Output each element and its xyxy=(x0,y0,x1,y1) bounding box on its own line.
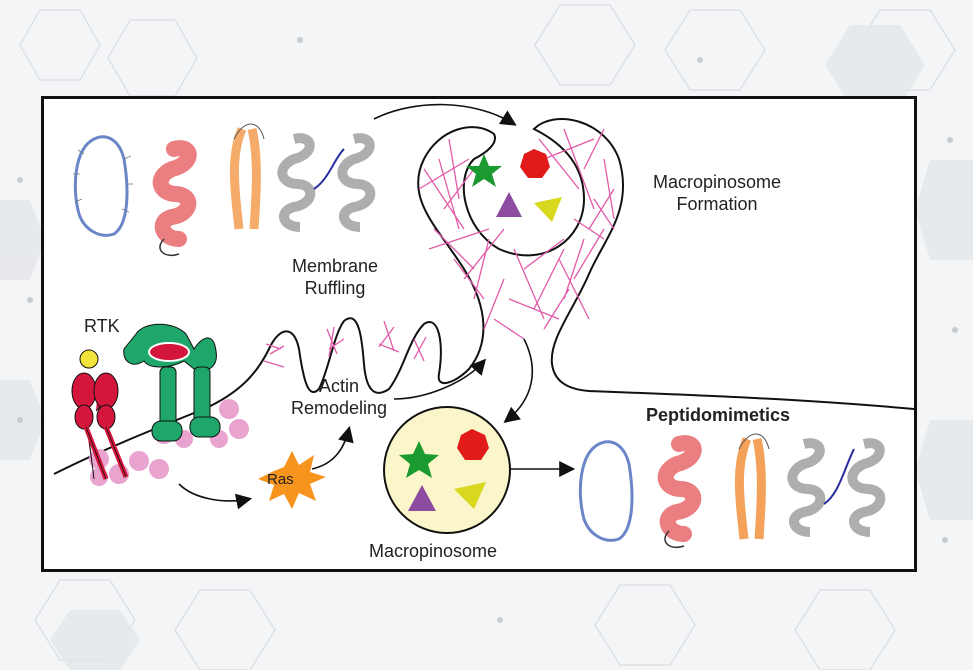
actin-remodeling-line-2: Remodeling xyxy=(290,398,388,418)
rtk-label: RTK xyxy=(84,316,120,336)
peptide-structure-icon xyxy=(229,123,265,230)
cell-membrane xyxy=(53,118,914,475)
actin-remodeling-label: Actin Remodeling xyxy=(284,375,394,419)
peptide-structure-icon xyxy=(578,440,634,542)
macropinosome-formation-line-2: Formation xyxy=(676,194,758,214)
membrane-ruffling-label: Membrane Ruffling xyxy=(285,255,385,299)
pathway-arrows xyxy=(178,103,576,510)
peptide-structure-icon xyxy=(152,140,197,256)
peptide-structure-icon xyxy=(277,133,376,232)
triangle-icon xyxy=(454,482,486,509)
peptide-structure-icon xyxy=(734,433,770,540)
ras-icon xyxy=(258,451,326,509)
peptide-structure-icon xyxy=(73,135,129,237)
triangle-icon xyxy=(534,197,562,222)
macropinocytosis-diagram xyxy=(53,103,914,548)
rtk-receptors xyxy=(71,323,249,486)
peptide-structures-bottom xyxy=(578,433,886,548)
figure-frame: RTK Ras Membrane Ruffling Actin Remodeli… xyxy=(41,96,917,572)
membrane-ruffling-line-1: Membrane xyxy=(291,256,379,276)
star-icon xyxy=(466,154,502,187)
star-icon xyxy=(399,441,439,478)
peptidomimetics-label: Peptidomimetics xyxy=(646,405,791,425)
peptide-structures-top xyxy=(73,123,376,256)
actin-remodeling-line-1: Actin xyxy=(318,376,360,396)
ras-label: Ras xyxy=(267,471,294,488)
macropinosome-formation-label: Macropinosome Formation xyxy=(632,171,802,215)
macropinosome-vesicle xyxy=(383,406,511,534)
macropinosome-formation-line-1: Macropinosome xyxy=(652,172,782,192)
heptagon-icon xyxy=(520,149,550,178)
macropinosome-label: Macropinosome xyxy=(369,541,498,561)
triangle-icon xyxy=(408,485,436,511)
peptide-structure-icon xyxy=(787,438,886,537)
ligand-icon xyxy=(79,349,99,369)
membrane-ruffling-line-2: Ruffling xyxy=(304,278,366,298)
heptagon-icon xyxy=(457,429,489,460)
actin-filaments xyxy=(263,128,615,368)
peptide-structure-icon xyxy=(657,435,702,548)
cargo-forming xyxy=(466,149,562,222)
triangle-icon xyxy=(496,192,522,217)
